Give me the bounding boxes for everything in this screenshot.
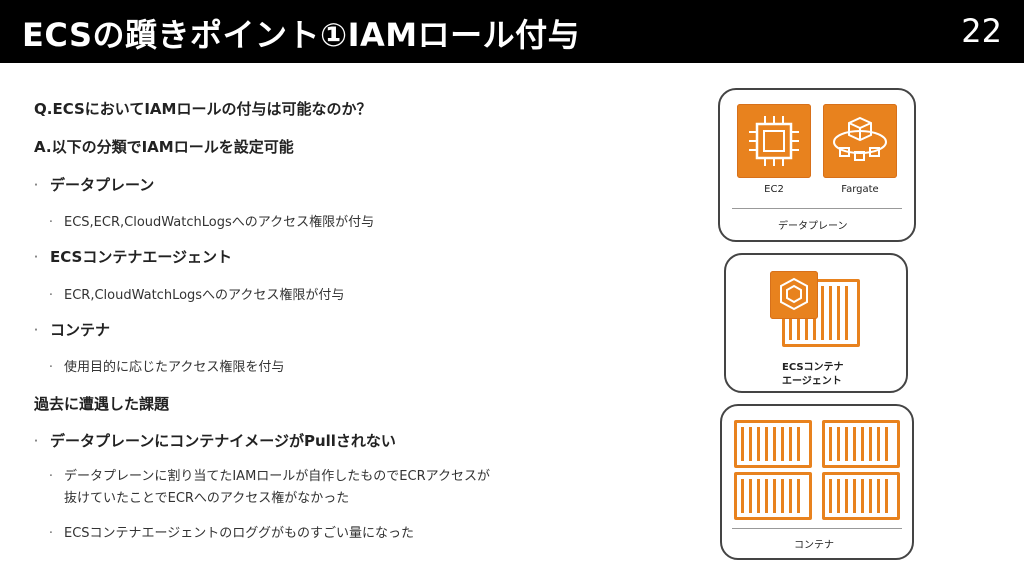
panel-divider xyxy=(732,528,902,529)
page-number: 22 xyxy=(961,12,1002,50)
slide-title: ECSの躓きポイント①IAMロール付与 xyxy=(22,16,581,54)
sub-bullet-text: ECSコンテナエージェントのロググがものすごい量になった xyxy=(64,526,415,541)
bullet-dot: · xyxy=(33,321,39,339)
sub-bullet-data-plane: · ECS,ECR,CloudWatchLogsへのアクセス権限が付与 xyxy=(46,211,374,230)
slide-content: Q.ECSにおいてIAMロールの付与は可能なのか？ A.以下の分類でIAMロール… xyxy=(0,63,640,576)
bullet-dot: · xyxy=(33,176,39,194)
container-icon xyxy=(822,420,900,468)
ecs-hex-icon xyxy=(780,277,808,311)
sub-bullet-text: ECS,ECR,CloudWatchLogsへのアクセス権限が付与 xyxy=(64,215,375,230)
sub-bullet-issue-1-cont: 抜けていたことでECRへのアクセス権がなかった xyxy=(64,491,350,506)
sub-bullet-issue-1: · データプレーンに割り当てたIAMロールが自作したものでECRアクセスが xyxy=(46,465,490,484)
bullet-dot: · xyxy=(33,432,39,450)
past-issues-heading: 過去に遭遇した課題 xyxy=(34,395,170,413)
ecs-icon xyxy=(770,271,818,319)
container-icon xyxy=(734,420,812,468)
bullet-label: データプレーン xyxy=(50,176,155,194)
panel-divider xyxy=(732,208,902,209)
container-icon xyxy=(822,472,900,520)
bullet-dot: · xyxy=(48,360,54,375)
sub-bullet-issue-2: · ECSコンテナエージェントのロググがものすごい量になった xyxy=(46,522,414,541)
bullet-dot: · xyxy=(48,288,54,303)
ecs-agent-caption-line2: エージェント xyxy=(782,376,842,387)
bullet-label: コンテナ xyxy=(50,321,111,339)
fargate-icon xyxy=(823,104,897,178)
data-plane-caption: データプレーン xyxy=(778,221,848,232)
container-bars xyxy=(741,427,805,461)
container-icon xyxy=(782,279,860,347)
slide-header: ECSの躓きポイント①IAMロール付与 22 xyxy=(0,0,1024,63)
container-icon xyxy=(734,472,812,520)
bullet-dot: · xyxy=(33,248,39,266)
bullet-label: ECSコンテナエージェント xyxy=(50,248,233,266)
container-panel: コンテナ xyxy=(720,404,914,560)
fargate-label: Fargate xyxy=(841,184,879,195)
ecs-agent-caption-line1: ECSコンテナ xyxy=(782,362,844,373)
ec2-chip-icon xyxy=(749,116,799,166)
data-plane-panel: EC2 Fargate データプレーン xyxy=(718,88,916,242)
bullet-dot: · xyxy=(48,469,54,484)
sub-bullet-text: ECR,CloudWatchLogsへのアクセス権限が付与 xyxy=(64,288,345,303)
fargate-cube-icon xyxy=(833,116,887,161)
bullet-data-plane: · データプレーン xyxy=(30,174,155,195)
question-text: Q.ECSにおいてIAMロールの付与は可能なのか？ xyxy=(34,100,372,118)
sub-bullet-ecs-agent: · ECR,CloudWatchLogsへのアクセス権限が付与 xyxy=(46,284,344,303)
sub-bullet-text: 使用目的に応じたアクセス権限を付与 xyxy=(64,360,285,375)
sub-bullet-text: データプレーンに割り当てたIAMロールが自作したものでECRアクセスが xyxy=(64,469,490,484)
container-bars xyxy=(829,479,893,513)
ec2-icon xyxy=(737,104,811,178)
container-bars xyxy=(829,427,893,461)
bullet-dot: · xyxy=(48,215,54,230)
bullet-dot: · xyxy=(48,526,54,541)
answer-text: A.以下の分類でIAMロールを設定可能 xyxy=(34,138,294,156)
container-caption: コンテナ xyxy=(794,540,834,551)
ecs-agent-panel: ECSコンテナ エージェント xyxy=(724,253,908,393)
bullet-label: データプレーンにコンテナイメージがPullされない xyxy=(50,432,396,450)
container-bars xyxy=(741,479,805,513)
bullet-issue: · データプレーンにコンテナイメージがPullされない xyxy=(30,430,396,451)
sub-bullet-container: · 使用目的に応じたアクセス権限を付与 xyxy=(46,356,284,375)
bullet-ecs-agent: · ECSコンテナエージェント xyxy=(30,246,232,267)
ec2-label: EC2 xyxy=(764,184,784,195)
bullet-container: · コンテナ xyxy=(30,319,110,340)
